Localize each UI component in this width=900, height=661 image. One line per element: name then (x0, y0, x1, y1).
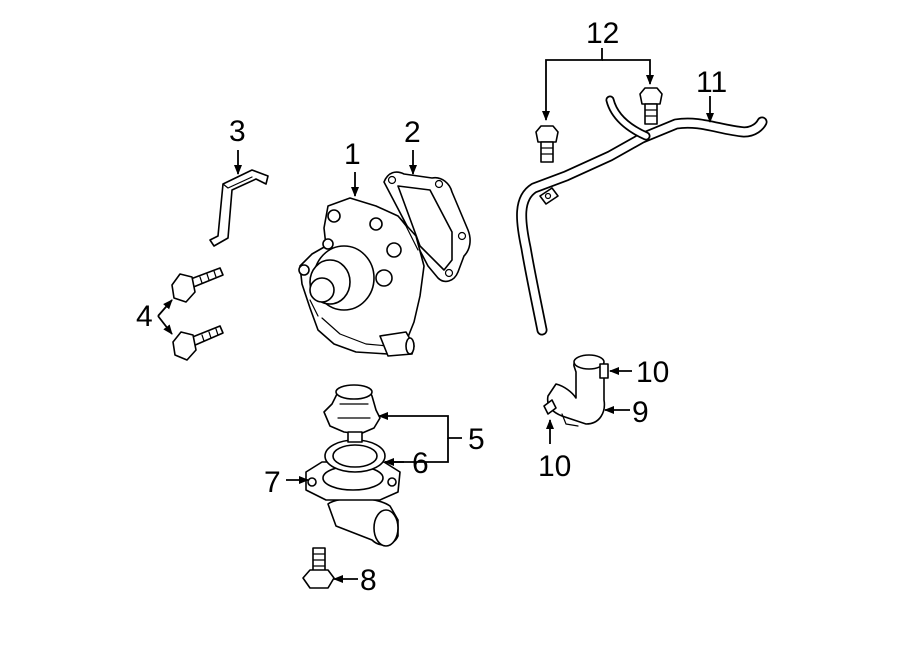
bolt-part-12-left (535, 125, 559, 163)
thermostat-housing-part-7 (305, 461, 401, 547)
clamp-part-10-upper (599, 363, 609, 379)
coolant-tube-part-11 (516, 95, 768, 336)
clamp-part-10-lower (543, 399, 557, 415)
callout-8: 8 (360, 564, 377, 597)
callout-labels: 1 2 3 4 5 6 7 8 9 10 10 11 12 (136, 17, 727, 597)
water-pump-part-1 (298, 197, 425, 357)
callout-3: 3 (229, 115, 246, 148)
gasket-part-2 (383, 171, 471, 283)
callout-10-upper: 10 (636, 356, 669, 389)
callout-10-lower: 10 (538, 450, 571, 483)
callout-1: 1 (344, 138, 361, 171)
hose-part-9 (546, 354, 606, 427)
callout-7: 7 (264, 466, 281, 499)
thermostat-part-5 (323, 384, 381, 443)
callout-11: 11 (696, 66, 727, 99)
bracket-part-3 (209, 169, 269, 247)
bolt-part-12-right (639, 87, 663, 125)
callout-5: 5 (468, 423, 485, 456)
callout-9: 9 (632, 396, 649, 429)
bolt-part-4-upper (171, 267, 224, 303)
callout-12: 12 (586, 17, 619, 50)
callout-6: 6 (412, 447, 429, 480)
leader-lines (157, 48, 714, 583)
gasket-part-6 (324, 439, 386, 473)
bolt-part-4-lower (172, 325, 224, 361)
bolt-part-8 (302, 547, 335, 589)
callout-4: 4 (136, 300, 153, 333)
callout-2: 2 (404, 116, 421, 149)
